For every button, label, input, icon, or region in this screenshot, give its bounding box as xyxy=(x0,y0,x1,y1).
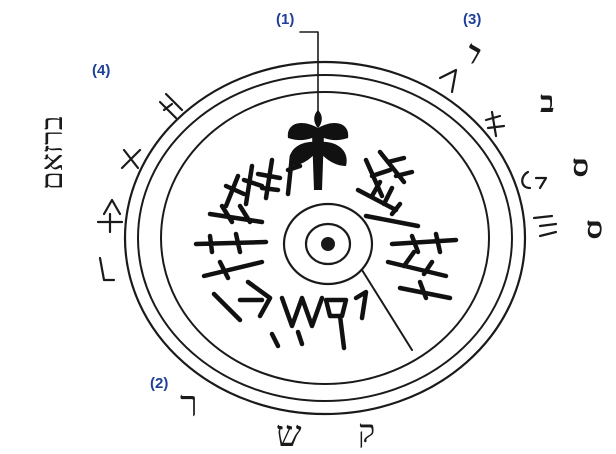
callout-2-label: (2) xyxy=(150,375,168,392)
seal-disc-icon xyxy=(125,62,525,414)
bottom-letter-3: ר xyxy=(180,384,198,425)
right-letter-4: ס xyxy=(586,211,603,246)
right-letter-2: ב xyxy=(540,85,554,120)
callout-1-label: (1) xyxy=(276,11,294,28)
center-dot xyxy=(321,237,335,251)
left-word-hebrew: ברזאם xyxy=(35,116,70,190)
bottom-letter-1: ק xyxy=(358,412,375,450)
right-letter-3: ס xyxy=(572,149,589,184)
right-letter-1: ר xyxy=(458,35,488,73)
four-winged-scarab-icon xyxy=(288,110,348,190)
bottom-letter-2: ש xyxy=(276,414,302,454)
divider-line xyxy=(362,270,412,350)
callout-3-label: (3) xyxy=(463,11,481,28)
left-transcription xyxy=(98,94,182,280)
callout-4-label: (4) xyxy=(92,62,110,79)
